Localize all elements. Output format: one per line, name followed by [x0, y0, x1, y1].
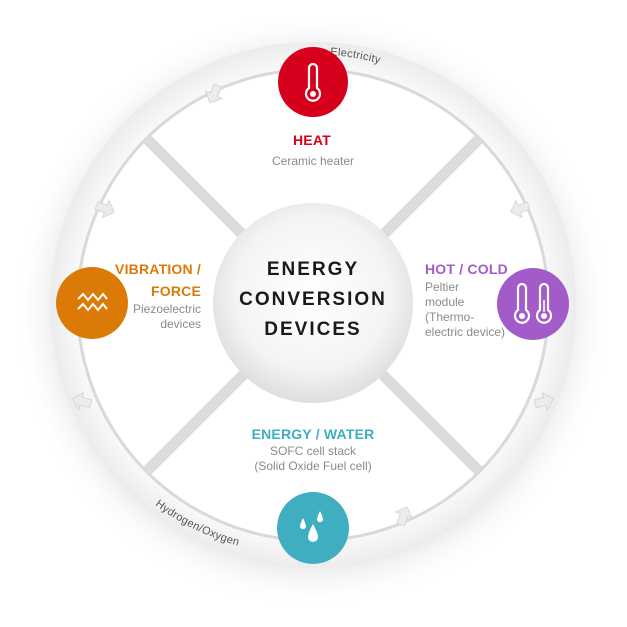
vibration-icon-circle — [56, 267, 128, 339]
arrow-icon — [394, 506, 414, 527]
arrow-icon — [510, 199, 531, 219]
vibration-description-line: devices — [160, 317, 201, 331]
hot-cold-title: HOT / COLD — [425, 261, 508, 277]
arrow-icon — [533, 391, 555, 411]
vibration-description-line: Piezoelectric — [132, 302, 201, 316]
heat-node — [278, 47, 348, 117]
vibration-force-node — [56, 267, 128, 339]
arrow-icon — [94, 199, 115, 219]
energy-water-description-line: (Solid Oxide Fuel cell) — [254, 459, 372, 473]
thermometer-icon — [304, 62, 322, 102]
center-title-line: ENERGY — [266, 259, 360, 280]
energy-water-node — [277, 492, 349, 564]
water-drops-icon — [300, 511, 323, 542]
arrow-icon — [71, 391, 93, 411]
arrow-icon — [204, 83, 223, 104]
energy-water-description-line: SOFC cell stack — [269, 444, 356, 458]
hot-cold-label: HOT / COLD Peltier module (Thermo- elect… — [425, 258, 508, 340]
heat-description: Ceramic heater — [272, 154, 355, 168]
vibration-force-label: VIBRATION / FORCE Piezoelectric devices — [115, 258, 201, 332]
dual-thermometer-icon — [513, 282, 553, 324]
hot-cold-description-line: electric device) — [425, 325, 506, 339]
zigzag-wave-icon — [77, 292, 108, 312]
hot-cold-description-line: module — [425, 295, 465, 309]
heat-icon-circle — [278, 47, 348, 117]
flow-arrows — [71, 83, 555, 527]
center-title-line: DEVICES — [264, 319, 362, 340]
heat-title: HEAT — [293, 132, 331, 148]
vibration-title-line: VIBRATION / — [115, 261, 201, 277]
hot-cold-description-line: (Thermo- — [425, 310, 475, 324]
hot-cold-icon-circle — [497, 268, 569, 340]
center-title-line: CONVERSION — [239, 289, 387, 310]
hot-cold-node — [497, 268, 569, 340]
energy-water-title: ENERGY / WATER — [251, 426, 375, 442]
energy-water-label: ENERGY / WATER SOFC cell stack (Solid Ox… — [213, 424, 413, 474]
center-disk — [213, 203, 413, 403]
hot-cold-description-line: Peltier — [425, 280, 460, 294]
center-title: ENERGY CONVERSION DEVICES — [213, 255, 413, 345]
vibration-title-line: FORCE — [151, 283, 201, 299]
